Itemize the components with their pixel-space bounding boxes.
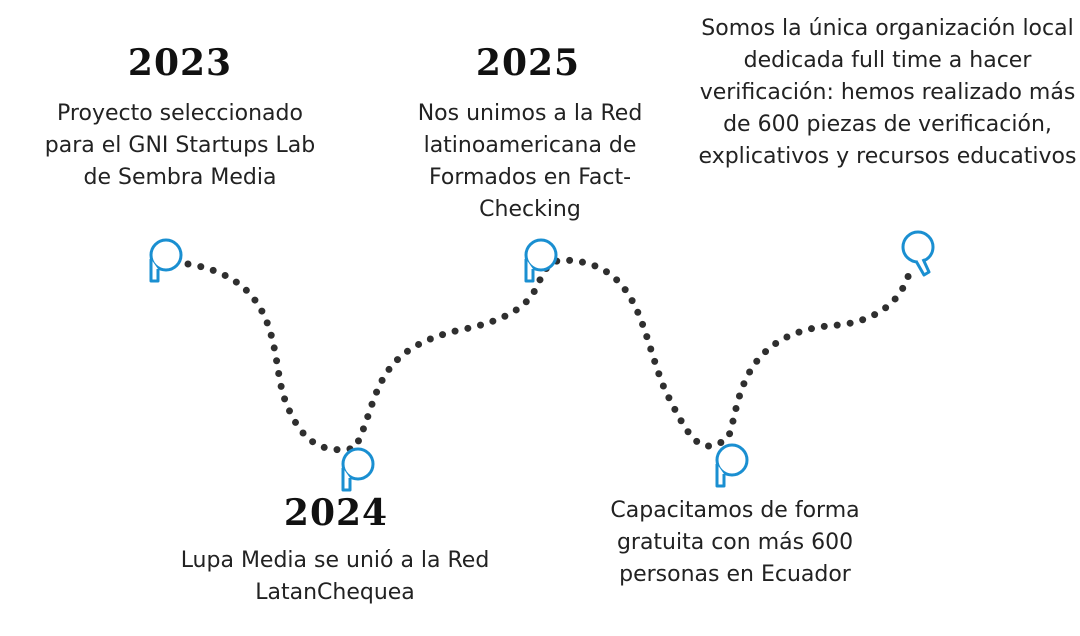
magnifier-pin-icon [715,443,749,488]
milestone-description-2025: Nos unimos a la Red latinoamericana de F… [417,101,643,222]
milestone-description-training: Capacitamos de forma gratuita con más 60… [610,498,860,587]
timeline-dotted-path [184,256,914,454]
magnifier-pin-icon [149,238,183,283]
magnifier-pin-icon [341,447,375,492]
magnifier-pin-icon [524,238,558,283]
milestone-description-organization: Somos la única organización local dedica… [698,16,1077,169]
milestone-year-2025: 2025 [475,42,581,84]
milestone-year-2023: 2023 [127,42,233,84]
magnifier-pin-icon [901,230,935,277]
milestone-description-2024: Lupa Media se unió a la Red LatanChequea [180,548,490,605]
milestone-year-2024: 2024 [283,492,389,534]
milestone-description-2023: Proyecto seleccionado para el GNI Startu… [44,101,316,190]
